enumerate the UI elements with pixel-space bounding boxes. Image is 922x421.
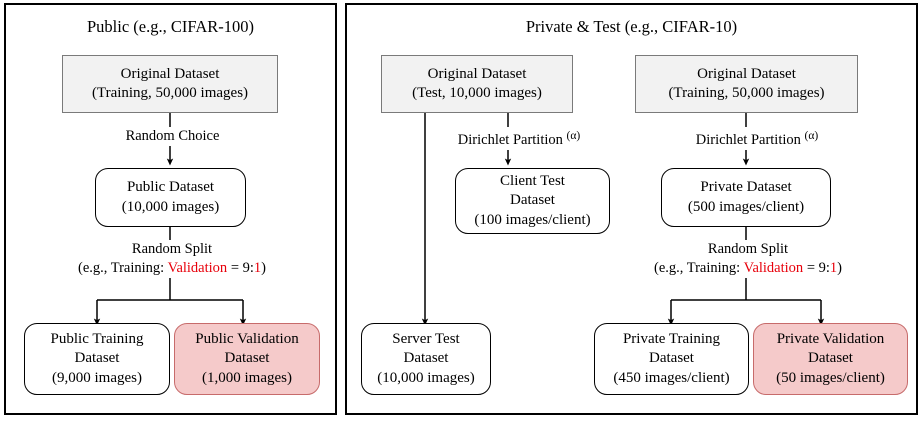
node-line-1: Original Dataset [427, 65, 527, 82]
node-line-2: Dataset [649, 350, 694, 367]
node-private-training-dataset: Private Training Dataset (450 images/cli… [594, 323, 749, 395]
split-suffix: ) [837, 260, 842, 276]
node-line-3: (50 images/client) [776, 369, 885, 386]
node-line-2: Dataset [74, 350, 120, 367]
alpha-parameter: (α) [566, 130, 581, 142]
node-line-1: Private Dataset [700, 179, 792, 195]
node-line-2: Dataset [224, 350, 270, 367]
edge-label-line-2: (e.g., Training: Validation = 9:1) [24, 259, 320, 278]
edge-label-text: Dirichlet Partition [457, 131, 567, 148]
edge-label-line-1: Random Split [131, 241, 213, 257]
split-red-word: Validation [167, 260, 228, 276]
edge-label-text: Dirichlet Partition [695, 131, 805, 148]
split-prefix: (e.g., Training: [78, 260, 168, 276]
node-public-dataset: Public Dataset (10,000 images) [95, 168, 246, 227]
node-line-3: (9,000 images) [52, 369, 142, 386]
node-line-2: (500 images/client) [687, 198, 805, 215]
edge-label-line-2: (e.g., Training: Validation = 9:1) [600, 259, 896, 278]
node-public-validation-dataset: Public Validation Dataset (1,000 images) [174, 323, 320, 395]
node-line-1: Client Test [500, 172, 565, 189]
node-line-3: (100 images/client) [474, 211, 591, 228]
alpha-parameter: (α) [804, 130, 819, 142]
node-private-original-training-dataset: Original Dataset (Training, 50,000 image… [635, 55, 858, 113]
node-line-2: (Test, 10,000 images) [412, 85, 542, 101]
node-public-original-dataset: Original Dataset (Training, 50,000 image… [62, 55, 278, 113]
panel-public-title: Public (e.g., CIFAR-100) [87, 17, 254, 36]
node-line-1: Private Training [622, 330, 721, 347]
node-line-1: Private Validation [776, 330, 885, 347]
node-line-2: Dataset [510, 192, 555, 209]
node-line-3: (450 images/client) [613, 369, 730, 386]
edge-label-random-choice: Random Choice [98, 127, 247, 146]
node-line-2: (Training, 50,000 images) [91, 85, 249, 101]
split-red-ratio: 1 [829, 260, 838, 276]
node-client-test-dataset: Client Test Dataset (100 images/client) [455, 168, 610, 234]
edge-label-line-1: Random Split [707, 241, 789, 257]
node-line-1: Original Dataset [120, 65, 220, 82]
edge-label-dirichlet-train: Dirichlet Partition (α) [675, 127, 839, 150]
node-public-training-dataset: Public Training Dataset (9,000 images) [24, 323, 170, 395]
edge-label-dirichlet-test: Dirichlet Partition (α) [437, 127, 601, 150]
node-private-dataset: Private Dataset (500 images/client) [661, 168, 831, 227]
node-line-1: Public Validation [195, 330, 299, 347]
edge-label-public-random-split: Random Split (e.g., Training: Validation… [22, 240, 322, 278]
node-server-test-dataset: Server Test Dataset (10,000 images) [361, 323, 491, 395]
split-suffix: ) [261, 260, 266, 276]
split-prefix: (e.g., Training: [654, 260, 744, 276]
node-line-2: (10,000 images) [121, 198, 220, 215]
edge-label-text: Random Choice [125, 128, 220, 144]
split-mid: = 9: [803, 260, 830, 276]
node-line-2: Dataset [403, 350, 449, 367]
node-line-3: (1,000 images) [202, 369, 292, 386]
node-line-2: (Training, 50,000 images) [668, 85, 825, 101]
node-line-1: Public Training [50, 330, 144, 347]
node-line-1: Server Test [392, 330, 460, 347]
split-red-ratio: 1 [253, 260, 262, 276]
node-line-1: Original Dataset [697, 65, 796, 82]
node-private-original-test-dataset: Original Dataset (Test, 10,000 images) [381, 55, 573, 113]
split-mid: = 9: [227, 260, 254, 276]
edge-label-private-random-split: Random Split (e.g., Training: Validation… [598, 240, 898, 278]
node-line-3: (10,000 images) [377, 369, 475, 386]
node-line-2: Dataset [808, 350, 853, 367]
node-line-1: Public Dataset [126, 179, 215, 195]
panel-private-title: Private & Test (e.g., CIFAR-10) [525, 17, 738, 36]
split-red-word: Validation [743, 260, 804, 276]
node-private-validation-dataset: Private Validation Dataset (50 images/cl… [753, 323, 908, 395]
